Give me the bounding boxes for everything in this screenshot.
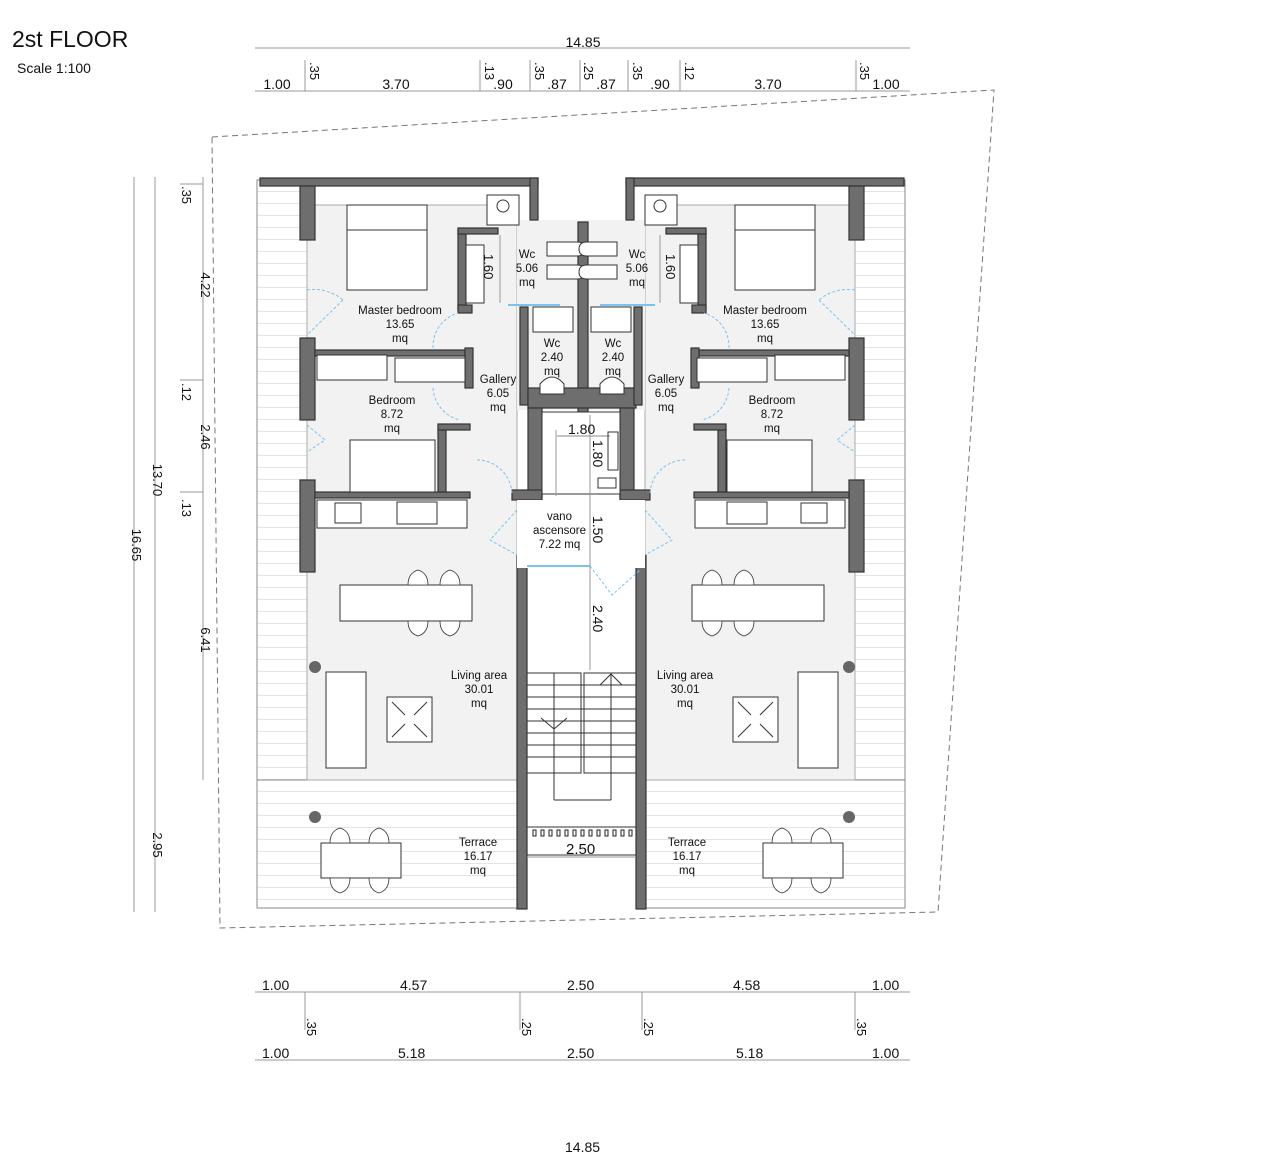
furniture-right — [578, 194, 846, 879]
column-icon — [843, 661, 855, 673]
dim-bottom: 5.18 — [398, 1045, 426, 1061]
dim-bottom-wall: .35 — [854, 1018, 869, 1037]
dim-bottom-wall: .25 — [519, 1018, 534, 1037]
room-wc-left: Wc 5.06 mq — [515, 249, 539, 289]
room-master-bedroom-left: Master bedroom 13.65 mq — [358, 305, 442, 345]
dim-left: .35 — [179, 186, 194, 204]
chairs-right — [701, 569, 832, 894]
dim-bottom: 1.00 — [262, 1045, 290, 1061]
room-master-bedroom-right: Master bedroom 13.65 mq — [723, 305, 807, 345]
dim-top: 3.70 — [754, 76, 781, 92]
dim-top: .35 — [532, 62, 547, 80]
dim-top: .87 — [596, 76, 616, 92]
dim-left: .13 — [179, 499, 194, 517]
dim-bottom: 5.18 — [736, 1045, 764, 1061]
property-boundary — [211, 89, 995, 929]
dim-left: 6.41 — [198, 627, 213, 652]
dim-bottom-wall: .35 — [304, 1018, 319, 1037]
room-living-left: Living area 30.01 mq — [450, 670, 508, 710]
dim-bottom-total-cut: 14.85 — [565, 1139, 601, 1155]
dim-stair-width: 2.50 — [566, 841, 596, 858]
door-swings — [306, 288, 856, 596]
dim-bottom-wall: .25 — [641, 1018, 656, 1037]
dim-wc-left: 1.60 — [481, 254, 496, 280]
dim-landing: 1.50 — [590, 516, 606, 544]
dim-wc-right: 1.60 — [663, 254, 678, 280]
dim-top-total: 14.85 — [565, 34, 600, 50]
room-lift-lobby: vano ascensore 7.22 mq — [532, 511, 587, 551]
dim-top: .12 — [682, 62, 697, 80]
dim-stair: 2.40 — [590, 605, 606, 633]
staircase — [526, 672, 637, 801]
dim-bottom: 1.00 — [872, 1045, 900, 1061]
dim-bottom: 4.58 — [733, 977, 761, 993]
dim-top: .87 — [547, 76, 567, 92]
interior-dimension-lines — [499, 235, 661, 858]
room-gallery-left: Gallery 6.05 mq — [479, 374, 517, 414]
page-title: 2st FLOOR — [12, 26, 129, 52]
dim-bottom: 4.57 — [400, 977, 428, 993]
dim-top: .35 — [307, 62, 322, 80]
dim-bottom: 1.00 — [262, 977, 290, 993]
dim-left: 4.22 — [198, 272, 213, 297]
room-gallery-right: Gallery 6.05 mq — [647, 374, 685, 414]
dim-left: .12 — [179, 383, 194, 401]
room-terrace-left: Terrace 16.17 mq — [458, 837, 498, 877]
dim-bottom: 2.50 — [567, 1045, 595, 1061]
dim-lift-width: 1.80 — [568, 421, 596, 437]
dim-top: .13 — [482, 62, 497, 80]
left-dimensions — [133, 177, 204, 912]
railing — [527, 826, 636, 856]
furniture-left — [316, 194, 586, 879]
walls-right — [625, 177, 905, 910]
dim-top: 1.00 — [263, 76, 290, 92]
dim-top: .90 — [650, 76, 670, 92]
dim-top: .35 — [857, 62, 872, 80]
dim-left: 2.46 — [198, 424, 213, 449]
room-bedroom-right: Bedroom 8.72 mq — [748, 395, 796, 435]
lift-car — [541, 411, 621, 495]
room-bedroom-left: Bedroom 8.72 mq — [368, 395, 416, 435]
dim-top: 1.00 — [872, 76, 899, 92]
column-icon — [843, 811, 855, 823]
dim-left-total: 16.65 — [129, 529, 144, 562]
lift-landing — [517, 500, 645, 568]
dim-bottom: 2.50 — [567, 977, 595, 993]
dim-top: .90 — [493, 76, 513, 92]
dim-top: 3.70 — [382, 76, 409, 92]
scale-label: Scale 1:100 — [17, 60, 91, 76]
dim-lift-height: 1.80 — [590, 440, 606, 468]
room-wc-right: Wc 5.06 mq — [625, 249, 649, 289]
dim-bottom: 1.00 — [872, 977, 900, 993]
room-wc-small-left: Wc 2.40 mq — [540, 338, 564, 378]
dim-left: 13.70 — [150, 464, 165, 497]
top-dimensions — [255, 47, 910, 92]
room-terrace-right: Terrace 16.17 mq — [667, 837, 707, 877]
dim-top: .25 — [581, 62, 596, 80]
fireplace-icon-right — [737, 701, 774, 738]
column-icon — [309, 811, 321, 823]
fireplace-icon-left — [391, 701, 428, 738]
balusters — [532, 829, 633, 837]
dim-top: .35 — [630, 62, 645, 80]
column-icon — [309, 661, 321, 673]
dim-left: 2.95 — [150, 832, 165, 857]
room-living-right: Living area 30.01 mq — [656, 670, 714, 710]
room-wc-small-right: Wc 2.40 mq — [601, 338, 625, 378]
chairs-left — [329, 569, 461, 894]
